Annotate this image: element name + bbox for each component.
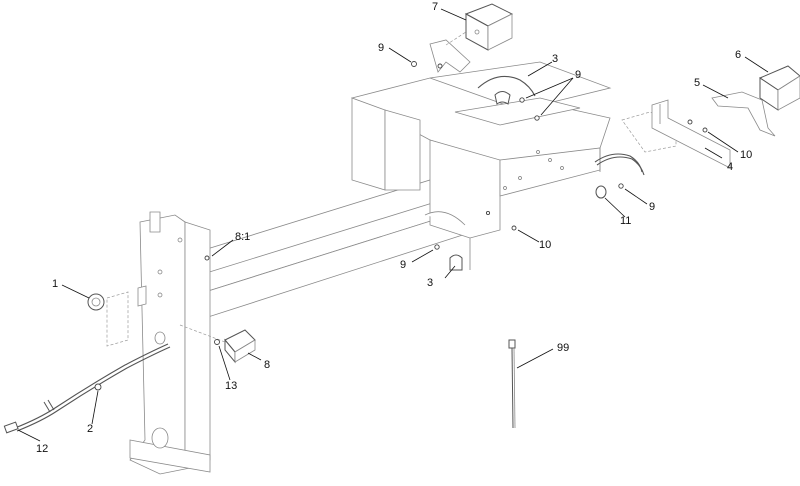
callout-3-upper: 3: [552, 53, 558, 65]
part-3-lower-clip: [434, 210, 517, 271]
part-4-mounting-plate: [651, 99, 731, 169]
part-6-side-lamp: [758, 65, 800, 111]
callout-5: 5: [694, 77, 700, 89]
callout-1: 1: [52, 278, 58, 290]
frame-beam: [164, 179, 473, 319]
callout-10-center: 10: [539, 239, 551, 251]
rear-frame: [350, 61, 612, 270]
callout-12: 12: [36, 443, 48, 455]
callout-2: 2: [87, 423, 93, 435]
part-5-side-bracket: [621, 91, 776, 153]
callout-13: 13: [225, 380, 237, 392]
part-3-upper-clip: [477, 75, 540, 121]
vertical-post: [106, 211, 211, 475]
callout-9-right: 9: [649, 201, 655, 213]
part-1-grommet: [87, 293, 105, 311]
part-11-harness-clip: [594, 153, 645, 199]
part-99-cable-tie: [508, 339, 516, 429]
callout-8: 8: [264, 359, 270, 371]
callout-99: 99: [557, 342, 569, 354]
callout-3-lower: 3: [427, 277, 433, 289]
part-7-upper-lamp: [464, 3, 514, 51]
callout-6: 6: [735, 49, 741, 61]
part-12-wire-harness: [3, 343, 171, 434]
callout-9-lower: 9: [400, 259, 406, 271]
part-8-lamp: [179, 255, 256, 364]
upper-bracket: [411, 31, 471, 73]
callout-9-top-right: 9: [575, 69, 581, 81]
callout-8-1: 8:1: [235, 231, 250, 243]
callout-10-right: 10: [740, 149, 752, 161]
callout-7: 7: [432, 1, 438, 13]
leader-lines: [17, 8, 769, 442]
callout-11: 11: [620, 215, 631, 227]
callout-4: 4: [727, 161, 733, 173]
callout-9-top-left: 9: [378, 42, 384, 54]
callout-labels: 1 2 3 3 4 5 6 7 8 8:1 9 9 9 9 10 10 11 1…: [36, 1, 752, 455]
